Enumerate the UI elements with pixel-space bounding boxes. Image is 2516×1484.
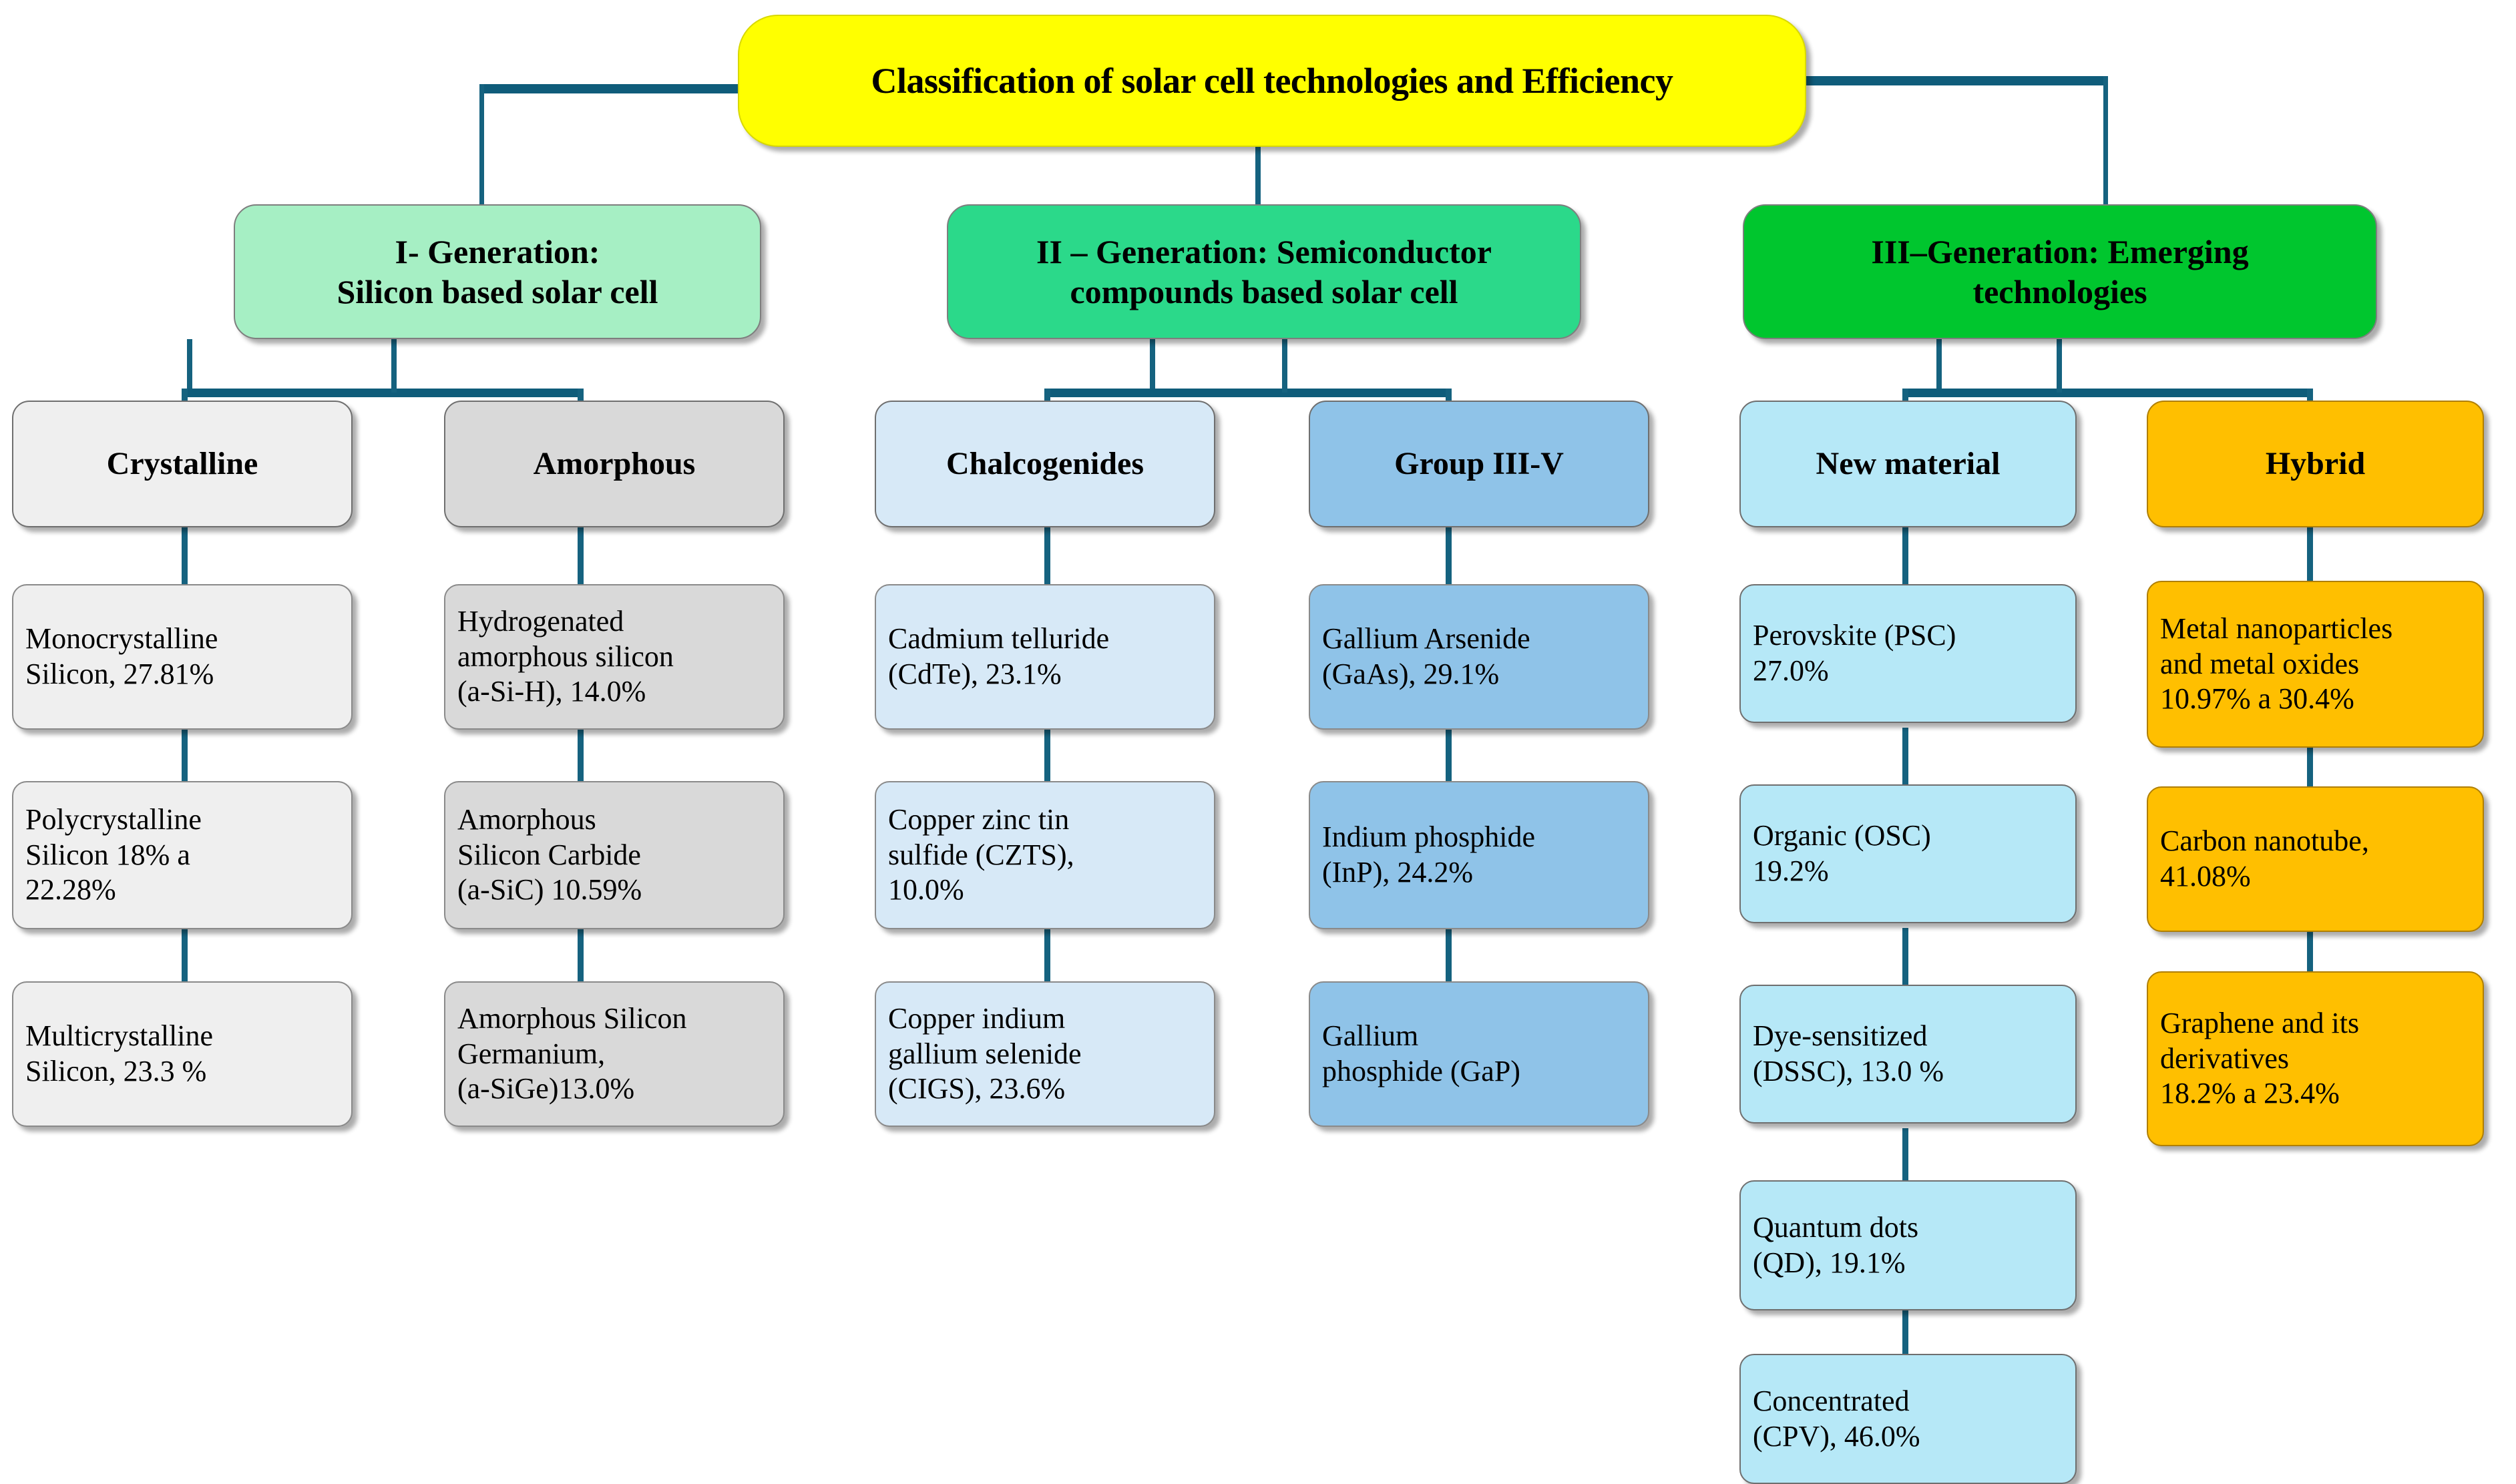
leaf-amorphous-1-label: Hydrogenated amorphous silicon (a-Si-H),… — [457, 604, 674, 708]
category-amorphous-label: Amorphous — [533, 446, 696, 482]
category-chalcogenides-label: Chalcogenides — [946, 446, 1144, 482]
connector-chalcogenides-leaf1-leaf2 — [1044, 728, 1050, 784]
leaf-amorphous-3-label: Amorphous Silicon Germanium, (a-SiGe)13.… — [457, 1001, 687, 1105]
connector-gen1-left-down-a — [187, 339, 192, 393]
connector-amorphous-leaf1-leaf2 — [578, 728, 584, 784]
leaf-hybrid-1-label: Metal nanoparticles and metal oxides 10.… — [2160, 611, 2393, 716]
connector-title-to-gen1-vertical — [479, 84, 484, 214]
leaf-newmaterial-2-label: Organic (OSC) 19.2% — [1753, 819, 1931, 887]
leaf-box-hybrid-2[interactable]: Carbon nanotube, 41.08% — [2147, 786, 2484, 932]
connector-crystalline-to-leaf1 — [182, 527, 188, 587]
generation-box-3[interactable]: III–Generation: Emerging technologies — [1743, 204, 2377, 339]
connector-gen3-left-horizontal — [1902, 389, 2313, 397]
leaf-group35-1-label: Gallium Arsenide (GaAs), 29.1% — [1322, 622, 1530, 690]
leaf-box-chalcogenides-3[interactable]: Copper indium gallium selenide (CIGS), 2… — [875, 981, 1215, 1127]
connector-gen2-left-horizontal — [1044, 389, 1452, 397]
leaf-newmaterial-3-label: Dye-sensitized (DSSC), 13.0 % — [1753, 1019, 1944, 1087]
connector-title-to-gen2-vertical — [1255, 134, 1261, 214]
connector-title-right-horizontal — [1804, 76, 2108, 85]
connector-group35-leaf2-leaf3 — [1446, 928, 1452, 985]
connector-group35-leaf1-leaf2 — [1446, 728, 1452, 784]
leaf-crystalline-1-label: Monocrystalline Silicon, 27.81% — [25, 622, 218, 690]
leaf-box-newmaterial-5[interactable]: Concentrated (CPV), 46.0% — [1739, 1354, 2077, 1484]
leaf-chalcogenides-2-label: Copper zinc tin sulfide (CZTS), 10.0% — [888, 802, 1074, 907]
diagram-title-box[interactable]: Classification of solar cell technologie… — [738, 15, 1806, 147]
connector-title-left-horizontal — [479, 84, 750, 93]
generation-2-label: II – Generation: Semiconductor compounds… — [1036, 233, 1492, 310]
connector-title-to-gen3-vertical — [2103, 76, 2108, 214]
connector-chalcogenides-leaf2-leaf3 — [1044, 928, 1050, 985]
connector-crystalline-leaf2-leaf3 — [182, 928, 188, 985]
generation-3-label: III–Generation: Emerging technologies — [1871, 233, 2249, 310]
leaf-box-amorphous-2[interactable]: Amorphous Silicon Carbide (a-SiC) 10.59% — [444, 781, 785, 929]
leaf-box-newmaterial-2[interactable]: Organic (OSC) 19.2% — [1739, 784, 2077, 923]
connector-newmaterial-leaf3-leaf4 — [1902, 1128, 1908, 1185]
leaf-amorphous-2-label: Amorphous Silicon Carbide (a-SiC) 10.59% — [457, 802, 642, 907]
connector-chalcogenides-to-leaf1 — [1044, 527, 1050, 587]
connector-gen1-left-horizontal — [182, 389, 582, 397]
connector-amorphous-to-leaf1 — [578, 527, 584, 587]
leaf-box-chalcogenides-1[interactable]: Cadmium telluride (CdTe), 23.1% — [875, 584, 1215, 730]
generation-box-1[interactable]: I- Generation: Silicon based solar cell — [234, 204, 761, 339]
category-box-crystalline[interactable]: Crystalline — [12, 401, 353, 527]
leaf-group35-3-label: Gallium phosphide (GaP) — [1322, 1019, 1520, 1087]
connector-hybrid-to-leaf1 — [2307, 527, 2313, 587]
leaf-box-crystalline-1[interactable]: Monocrystalline Silicon, 27.81% — [12, 584, 353, 730]
leaf-newmaterial-4-label: Quantum dots (QD), 19.1% — [1753, 1210, 1919, 1279]
leaf-box-amorphous-1[interactable]: Hydrogenated amorphous silicon (a-Si-H),… — [444, 584, 785, 730]
leaf-box-amorphous-3[interactable]: Amorphous Silicon Germanium, (a-SiGe)13.… — [444, 981, 785, 1127]
connector-newmaterial-leaf1-leaf2 — [1902, 728, 1908, 784]
connector-gen3-right-down-a — [2057, 339, 2062, 393]
leaf-box-group35-2[interactable]: Indium phosphide (InP), 24.2% — [1309, 781, 1649, 929]
connector-gen3-left-down-a — [1936, 339, 1942, 393]
category-box-chalcogenides[interactable]: Chalcogenides — [875, 401, 1215, 527]
leaf-box-hybrid-1[interactable]: Metal nanoparticles and metal oxides 10.… — [2147, 581, 2484, 748]
leaf-hybrid-2-label: Carbon nanotube, 41.08% — [2160, 824, 2369, 893]
category-box-hybrid[interactable]: Hybrid — [2147, 401, 2484, 527]
leaf-box-chalcogenides-2[interactable]: Copper zinc tin sulfide (CZTS), 10.0% — [875, 781, 1215, 929]
connector-newmaterial-leaf4-leaf5 — [1902, 1305, 1908, 1362]
category-crystalline-label: Crystalline — [106, 446, 258, 482]
leaf-group35-2-label: Indium phosphide (InP), 24.2% — [1322, 820, 1535, 889]
leaf-box-crystalline-2[interactable]: Polycrystalline Silicon 18% a 22.28% — [12, 781, 353, 929]
diagram-title-label: Classification of solar cell technologie… — [871, 60, 1673, 101]
connector-hybrid-leaf1-leaf2 — [2307, 744, 2313, 801]
connector-gen2-right-down-a — [1282, 339, 1287, 393]
leaf-chalcogenides-1-label: Cadmium telluride (CdTe), 23.1% — [888, 622, 1110, 690]
category-box-newmaterial[interactable]: New material — [1739, 401, 2077, 527]
leaf-box-hybrid-3[interactable]: Graphene and its derivatives 18.2% a 23.… — [2147, 971, 2484, 1146]
connector-crystalline-leaf1-leaf2 — [182, 728, 188, 784]
connector-newmaterial-leaf2-leaf3 — [1902, 928, 1908, 985]
leaf-box-group35-3[interactable]: Gallium phosphide (GaP) — [1309, 981, 1649, 1127]
connector-gen2-left-down-a — [1150, 339, 1155, 393]
leaf-box-newmaterial-3[interactable]: Dye-sensitized (DSSC), 13.0 % — [1739, 985, 2077, 1124]
leaf-chalcogenides-3-label: Copper indium gallium selenide (CIGS), 2… — [888, 1001, 1082, 1105]
leaf-newmaterial-1-label: Perovskite (PSC) 27.0% — [1753, 619, 1956, 687]
leaf-box-newmaterial-1[interactable]: Perovskite (PSC) 27.0% — [1739, 584, 2077, 723]
category-group35-label: Group III-V — [1394, 446, 1564, 482]
connector-group35-to-leaf1 — [1446, 527, 1452, 587]
connector-hybrid-leaf2-leaf3 — [2307, 931, 2313, 988]
connector-amorphous-leaf2-leaf3 — [578, 928, 584, 985]
category-hybrid-label: Hybrid — [2265, 446, 2366, 482]
connector-newmaterial-to-leaf1 — [1902, 527, 1908, 587]
generation-box-2[interactable]: II – Generation: Semiconductor compounds… — [947, 204, 1581, 339]
leaf-crystalline-2-label: Polycrystalline Silicon 18% a 22.28% — [25, 802, 202, 907]
leaf-newmaterial-5-label: Concentrated (CPV), 46.0% — [1753, 1384, 1920, 1453]
category-newmaterial-label: New material — [1816, 446, 2001, 482]
connector-gen1-right-down-a — [391, 339, 397, 393]
leaf-box-group35-1[interactable]: Gallium Arsenide (GaAs), 29.1% — [1309, 584, 1649, 730]
leaf-hybrid-3-label: Graphene and its derivatives 18.2% a 23.… — [2160, 1006, 2360, 1110]
leaf-box-newmaterial-4[interactable]: Quantum dots (QD), 19.1% — [1739, 1180, 2077, 1310]
leaf-crystalline-3-label: Multicrystalline Silicon, 23.3 % — [25, 1019, 214, 1087]
leaf-box-crystalline-3[interactable]: Multicrystalline Silicon, 23.3 % — [12, 981, 353, 1127]
category-box-amorphous[interactable]: Amorphous — [444, 401, 785, 527]
category-box-group35[interactable]: Group III-V — [1309, 401, 1649, 527]
generation-1-label: I- Generation: Silicon based solar cell — [337, 233, 658, 310]
